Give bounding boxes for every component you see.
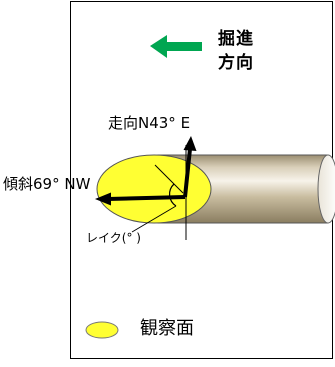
- rake-leader-line: [131, 205, 177, 233]
- legend-swatch-ellipse: [85, 321, 119, 339]
- dip-label: 傾斜69° NW: [3, 175, 91, 193]
- legend-label: 観察面: [140, 318, 194, 339]
- tunnel-direction-arrow-icon: [150, 35, 202, 58]
- strike-vector: [183, 136, 197, 198]
- direction-label-line1: 掘進: [218, 29, 254, 49]
- direction-label-line2: 方向: [218, 53, 254, 73]
- strike-label: 走向N43° E: [108, 114, 191, 132]
- observation-plane-ellipse: [96, 154, 212, 224]
- rake-label: レイク(° ): [86, 231, 141, 245]
- dip-vector: [95, 192, 186, 206]
- plane-trace-line: [154, 164, 184, 194]
